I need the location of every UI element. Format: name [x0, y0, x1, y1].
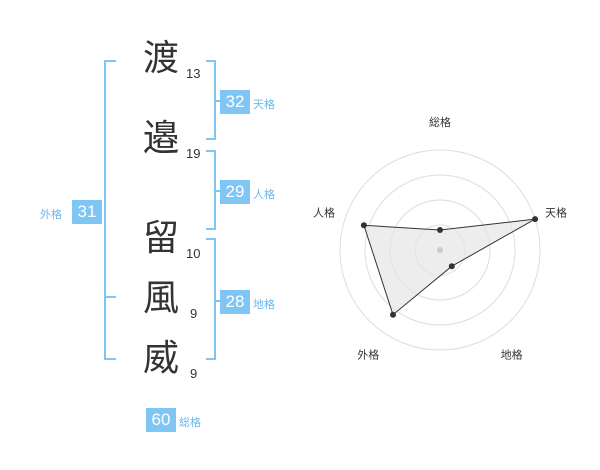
radar-point-3 — [448, 263, 455, 270]
soukaku-label: 総格 — [179, 416, 201, 429]
radar-point-4 — [390, 311, 396, 318]
chikaku-label: 地格 — [253, 298, 275, 311]
radar-center-dot — [437, 247, 443, 253]
radar-point-2 — [532, 216, 539, 223]
tenkaku-label: 天格 — [253, 98, 275, 111]
tenkaku-bracket-stem — [214, 100, 220, 102]
chikaku-value: 28 — [220, 290, 250, 314]
radar-axis-label-3: 地格 — [501, 348, 523, 362]
gaikaku-bracket — [104, 60, 116, 360]
soukaku-value: 60 — [146, 408, 176, 432]
name-char-3: 留 — [142, 218, 179, 259]
radar-ring-3 — [364, 174, 516, 326]
stroke-count-2: 19 — [186, 146, 201, 161]
radar-axis-label-1: 総格 — [429, 115, 451, 129]
jinkaku-label: 人格 — [253, 188, 275, 201]
radar-axis-label-4: 外格 — [357, 348, 379, 362]
gaikaku-value: 31 — [72, 200, 102, 224]
radar-plot — [360, 216, 539, 318]
radar-axis-label-2: 天格 — [545, 205, 567, 219]
stroke-count-4: 9 — [190, 306, 198, 321]
tenkaku-value: 32 — [220, 90, 250, 114]
radar-point-1 — [437, 227, 443, 233]
chikaku-bracket-stem — [214, 300, 220, 302]
jinkaku-value: 29 — [220, 180, 250, 204]
stroke-count-5: 9 — [190, 366, 198, 381]
stroke-count-1: 13 — [186, 66, 201, 81]
name-char-4: 風 — [142, 278, 179, 319]
gaikaku-label: 外格 — [40, 208, 62, 221]
name-char-1: 渡 — [142, 38, 179, 79]
chikaku-bracket — [206, 238, 216, 360]
radar-axis-label-5: 人格 — [313, 205, 335, 219]
name-char-2: 邉 — [142, 118, 179, 159]
name-char-5: 威 — [142, 338, 179, 379]
gaikaku-bracket-tick — [104, 296, 116, 298]
jinkaku-bracket-stem — [214, 190, 220, 192]
radar-ring-4 — [339, 149, 541, 351]
stroke-count-3: 10 — [186, 246, 201, 261]
radar-point-5 — [360, 222, 367, 229]
